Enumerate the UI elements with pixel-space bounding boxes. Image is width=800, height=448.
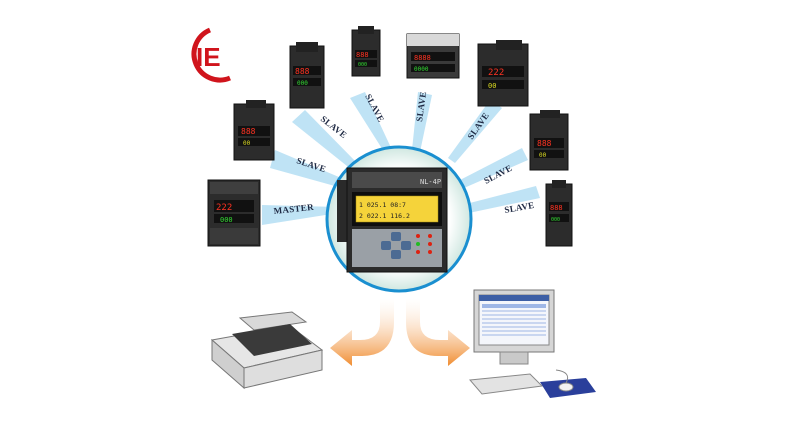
svg-text:00: 00 [243, 140, 251, 147]
svg-text:888: 888 [550, 204, 563, 212]
svg-text:888: 888 [241, 127, 256, 136]
svg-text:000: 000 [551, 217, 560, 223]
slave-controller-top-2: 888 000 [351, 26, 381, 77]
status-leds [416, 234, 432, 254]
svg-text:000: 000 [297, 80, 308, 87]
slave-controller-right-1: 888 00 [529, 110, 569, 171]
dot-matrix-printer [210, 311, 324, 390]
slave-controller-right-2: 888 000 [545, 180, 573, 247]
desktop-computer [468, 289, 596, 398]
output-arrow-left [330, 298, 394, 366]
slave-controller-left: 888 00 [233, 100, 275, 161]
svg-text:888: 888 [295, 67, 310, 76]
device-model: NL-4P [420, 178, 441, 186]
slave-controller-top-1: 888 000 [289, 42, 325, 109]
signal-beams [262, 92, 540, 225]
master-controller: 222 000 [207, 179, 261, 247]
logo-text: IE [196, 42, 221, 72]
svg-text:8888: 8888 [414, 54, 431, 62]
svg-text:222: 222 [488, 68, 504, 78]
center-controller-device: NL-4P 1 025.1 08:7 2 022.1 116.2 [337, 167, 448, 273]
label-master: MASTER [273, 202, 314, 216]
svg-text:000: 000 [358, 62, 367, 68]
slave-controller-top-3: 8888 0000 [406, 33, 460, 79]
keypad [381, 232, 411, 259]
svg-text:00: 00 [539, 152, 547, 159]
svg-text:888: 888 [356, 51, 369, 59]
ie-logo: IE [191, 27, 231, 83]
svg-text:0000: 0000 [414, 66, 429, 73]
slave-controller-top-4: 222 00 [477, 40, 529, 107]
output-arrow-right [406, 298, 470, 366]
svg-text:222: 222 [216, 203, 232, 213]
label-slave-4: SLAVE [414, 91, 428, 122]
label-slave-5: SLAVE [465, 111, 491, 142]
lcd-line-2: 2 022.1 116.2 [359, 212, 410, 220]
lcd-line-1: 1 025.1 08:7 [359, 201, 406, 209]
screen-table [482, 304, 546, 336]
svg-text:000: 000 [220, 216, 233, 224]
svg-text:888: 888 [537, 139, 552, 148]
svg-text:00: 00 [488, 82, 496, 90]
